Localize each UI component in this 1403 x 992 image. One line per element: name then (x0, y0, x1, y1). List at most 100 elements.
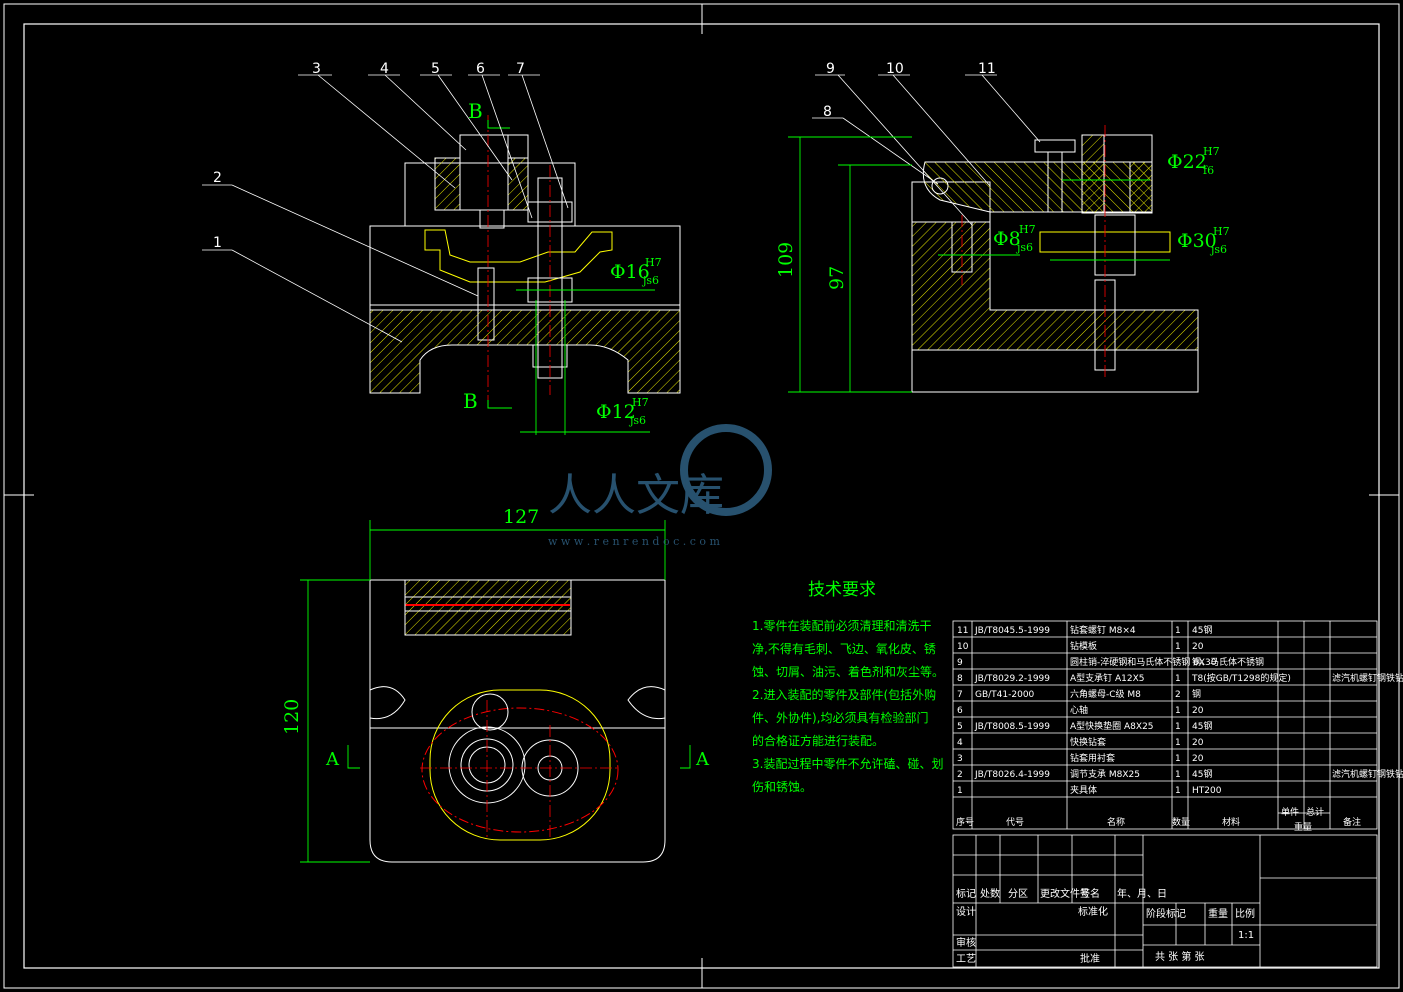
front-section-view (202, 74, 681, 435)
bom-cell-note: 滤汽机螺钉钢铁钻 (1332, 672, 1403, 684)
tb-stage-mark: 阶段标记 (1146, 907, 1186, 920)
section-a-right: A (695, 749, 710, 770)
bom-cell-name: 心轴 (1070, 704, 1088, 716)
tb-scale-value: 1:1 (1238, 930, 1254, 941)
bom-cell-name: 六角螺母-C级 M8 (1070, 688, 1141, 700)
bom-header-code: 代号 (1006, 817, 1024, 828)
section-b-bottom: B (463, 389, 478, 413)
bom-cell-name: 调节支承 M8X25 (1070, 768, 1140, 780)
dim-h109: 109 (775, 242, 797, 278)
bom-cell-code: JB/T8008.5-1999 (974, 722, 1050, 732)
bom-cell-qty: 1 (1175, 738, 1181, 748)
technical-requirements: 技术要求 1.零件在装配前必须清理和清洗干 净,不得有毛刺、飞边、氧化皮、锈 蚀… (752, 580, 944, 794)
bom-cell-qty: 2 (1175, 690, 1181, 700)
tech-line-6: 的合格证方能进行装配。 (752, 733, 884, 748)
dim-d22-lower: f6 (1203, 164, 1214, 177)
dim-d8: Φ8 (993, 228, 1021, 250)
bom-cell-mat: 20 (1192, 706, 1204, 716)
bom-cell-name: 钻模板 (1070, 640, 1097, 652)
bom-cell-code: GB/T41-2000 (975, 690, 1035, 700)
dim-d12-lower: js6 (628, 414, 646, 427)
tech-line-1: 1.零件在装配前必须清理和清洗干 (752, 618, 931, 633)
bom-cell-no: 10 (957, 642, 969, 652)
bom-header-unit: 单件 (1281, 806, 1299, 818)
part-balloons: 1 2 3 4 5 6 7 8 9 10 11 (213, 61, 996, 251)
dim-d12-upper: H7 (632, 396, 649, 409)
dim-d22-upper: H7 (1203, 145, 1220, 158)
side-section-view (788, 74, 1199, 393)
bom-cell-mat: 20 (1192, 738, 1204, 748)
bom-header-no: 序号 (956, 816, 974, 828)
balloon-1: 1 (213, 235, 222, 251)
balloon-6: 6 (476, 61, 485, 77)
tech-line-8: 伤和锈蚀。 (752, 780, 812, 794)
bom-cell-code: JB/T8026.4-1999 (974, 770, 1050, 780)
bom-cell-mat: 20 (1192, 754, 1204, 764)
balloon-4: 4 (380, 61, 389, 77)
bom-cell-qty: 1 (1175, 770, 1181, 780)
tb-design: 设计 (956, 905, 976, 918)
tb-change-doc: 更改文件号 (1040, 887, 1090, 900)
tb-scale: 比例 (1235, 907, 1255, 920)
tech-line-4: 2.进入装配的零件及部件(包括外购 (752, 687, 936, 702)
bom-cell-name: A型支承钉 A12X5 (1070, 672, 1145, 684)
bom-cell-no: 5 (957, 722, 963, 732)
balloon-10: 10 (886, 61, 904, 77)
bom-cell-code: JB/T8029.2-1999 (974, 674, 1050, 684)
bom-cell-no: 11 (957, 626, 968, 636)
balloon-2: 2 (213, 170, 222, 186)
bom-cell-name: 圆柱销-淬硬钢和马氏体不锈钢 6X30 (1070, 656, 1217, 668)
title-block: 标记 处数 分区 更改文件号 签名 年、月、日 设计 标准化 审核 工艺 批准 … (952, 834, 1378, 968)
tech-line-3: 蚀、切屑、油污、着色剂和灰尘等。 (752, 664, 944, 679)
bom-cell-qty: 1 (1175, 706, 1181, 716)
tech-line-7: 3.装配过程中零件不允许磕、碰、划 (752, 756, 943, 771)
balloon-8: 8 (823, 104, 832, 120)
bom-cell-name: 夹具体 (1070, 784, 1097, 796)
dim-d30-upper: H7 (1213, 225, 1230, 238)
dim-w127: 127 (503, 506, 539, 528)
top-plan-view (300, 520, 691, 863)
dim-d8-lower: js6 (1015, 241, 1033, 254)
dim-d16-lower: js6 (641, 274, 659, 287)
tb-sheets: 共 张 第 张 (1155, 950, 1205, 963)
bom-cell-qty: 1 (1175, 642, 1181, 652)
watermark-main: 人人文库 (548, 470, 724, 521)
balloon-5: 5 (431, 61, 440, 77)
balloon-3: 3 (312, 61, 321, 77)
tb-process: 工艺 (956, 953, 976, 965)
watermark: 人人文库 w w w . r e n r e n d o c . c o m (548, 424, 772, 548)
bom-cell-note: 滤汽机螺钉钢铁钻 (1332, 768, 1403, 780)
tb-sign: 签名 (1080, 887, 1100, 900)
tb-date: 年、月、日 (1117, 887, 1167, 900)
bom-header-total: 总计 (1306, 806, 1324, 818)
dim-d30: Φ30 (1177, 230, 1217, 252)
bom-cell-no: 8 (957, 674, 963, 684)
dim-d22: Φ22 (1167, 151, 1207, 173)
bom-cell-qty: 1 (1175, 626, 1181, 636)
bom-cell-qty: 1 (1175, 722, 1181, 732)
bom-header-mat: 材料 (1222, 816, 1240, 828)
bom-cell-code: JB/T8045.5-1999 (974, 626, 1050, 636)
bom-cell-mat: 45钢 (1192, 720, 1212, 732)
bom-header-mass: 重量 (1294, 821, 1312, 833)
tech-title: 技术要求 (808, 580, 876, 600)
dim-d8-upper: H7 (1019, 223, 1036, 236)
dim-d16: Φ16 (610, 261, 650, 283)
dim-d30-lower: js6 (1209, 243, 1227, 256)
dim-h120: 120 (281, 699, 303, 735)
bom-cell-mat: HT200 (1192, 786, 1222, 796)
bom-cell-no: 7 (957, 690, 963, 700)
section-labels: B B A A (325, 99, 710, 770)
bom-header-name: 名称 (1107, 816, 1125, 828)
bom-cell-mat: 钢 (1192, 688, 1201, 700)
tb-approve: 批准 (1080, 952, 1100, 965)
dimension-texts: Φ16 H7 js6 Φ12 H7 js6 Φ22 H7 f6 Φ8 H7 js… (281, 145, 1230, 735)
tech-line-5: 件、外协件),均必须具有检验部门 (752, 710, 929, 725)
dim-h97: 97 (826, 266, 848, 290)
dim-d12: Φ12 (596, 401, 636, 423)
bom-cell-mat: 钢、马氏体不锈钢 (1192, 656, 1264, 668)
bom-cell-no: 3 (957, 754, 963, 764)
bom-cell-name: 快换钻套 (1070, 736, 1106, 748)
